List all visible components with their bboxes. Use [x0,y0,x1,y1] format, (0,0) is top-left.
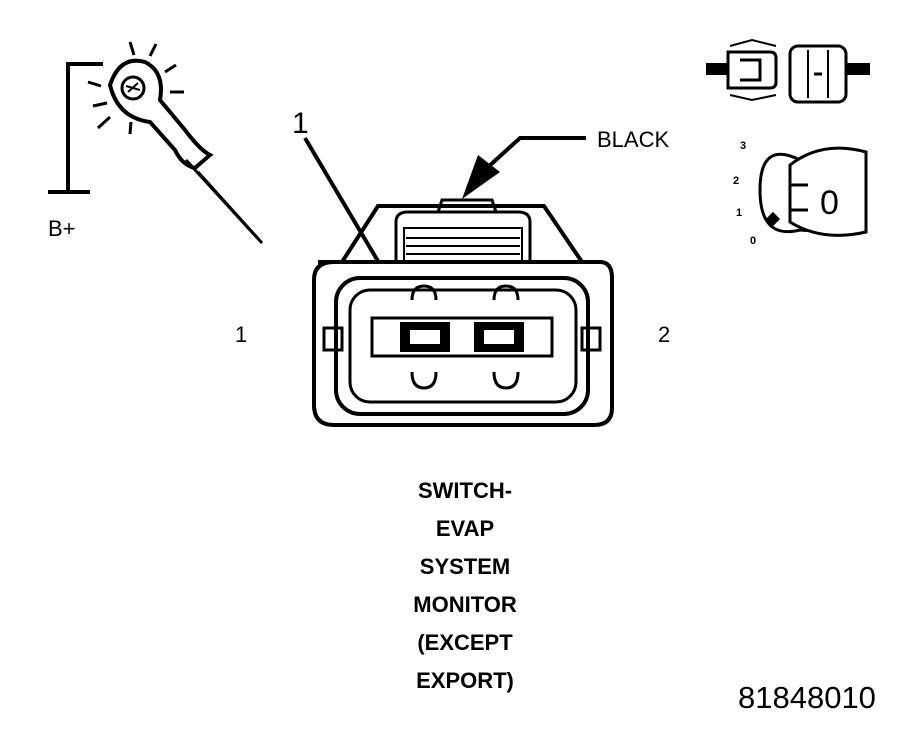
key-position-0: 0 [750,235,756,247]
caption-line: EXPORT) [416,668,514,693]
wire-color-arrow [462,136,586,199]
pin-1-label: 1 [235,322,247,347]
terminal-callout: 1 [292,107,309,140]
key-position-3: 3 [740,140,746,152]
key-position-2: 2 [733,175,739,187]
caption-line: SYSTEM [419,554,511,579]
pin-2-label: 2 [658,322,670,347]
battery-label: B+ [48,216,76,241]
test-light-probe-icon [48,41,264,245]
connector-face-icon [312,198,614,427]
terminal-1 [400,322,450,352]
key-position-1: 1 [736,207,742,219]
ignition-key-icon [758,146,868,237]
connector-disconnected-icon [706,38,870,104]
figure-id: 81848010 [738,680,876,715]
caption-line: EVAP [435,516,495,541]
caption-line: (EXCEPT [417,630,513,655]
figure-caption: SWITCH- EVAP SYSTEM MONITOR (EXCEPT EXPO… [330,472,600,700]
caption-line: SWITCH- [417,478,513,503]
key-glyph: 0 [820,184,839,222]
caption-line: MONITOR [413,592,517,617]
terminal-2 [474,322,524,352]
wire-color-label: BLACK [597,127,669,152]
